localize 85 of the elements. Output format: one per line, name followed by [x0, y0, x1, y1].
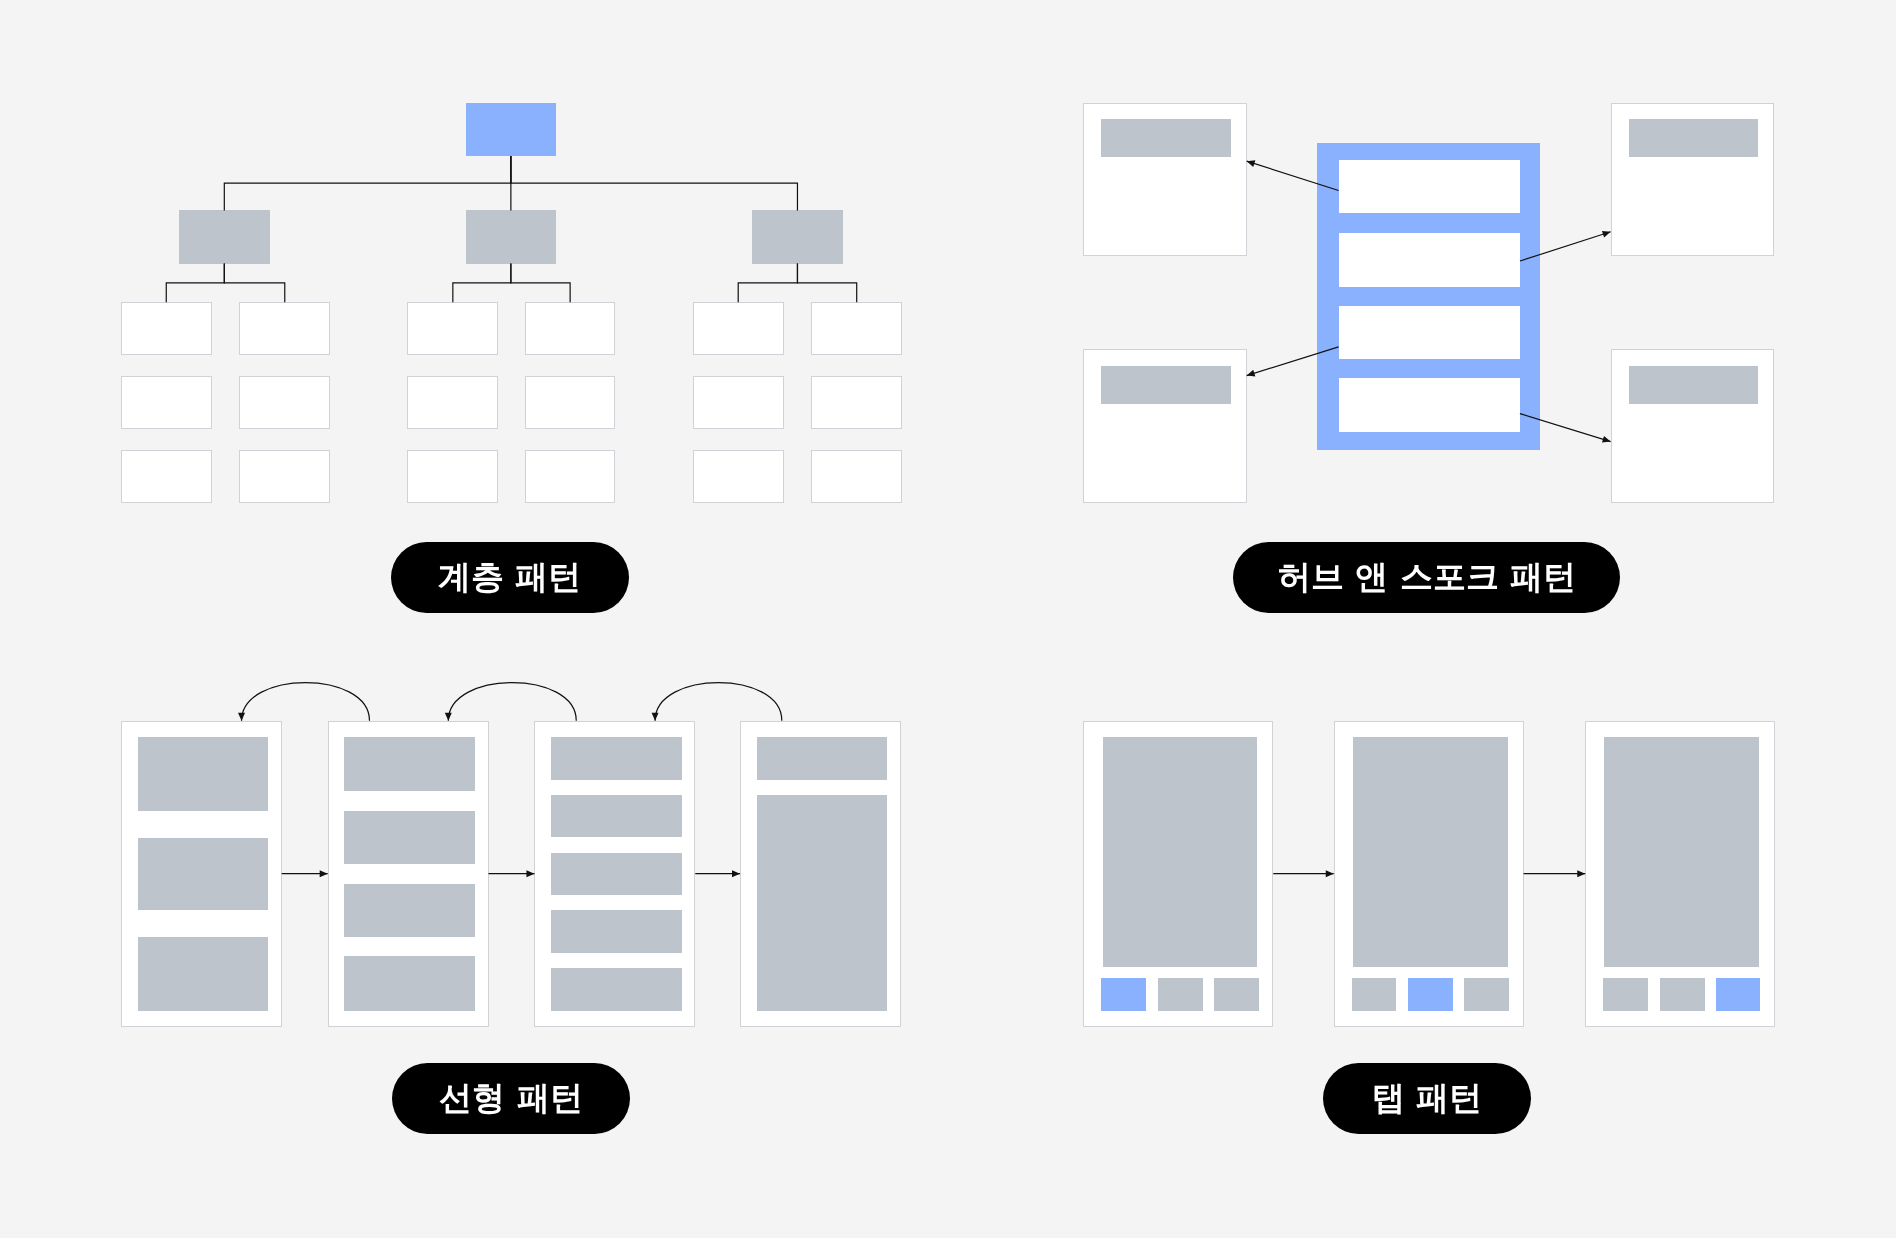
content-block — [137, 737, 269, 812]
arrow — [1522, 870, 1586, 878]
content-block — [1101, 119, 1231, 157]
arrow — [446, 682, 577, 722]
hub-box — [1316, 142, 1541, 450]
content-block — [1628, 119, 1758, 157]
arrow — [1272, 870, 1335, 878]
content-block — [551, 853, 682, 895]
connector-line — [510, 263, 571, 303]
page-box — [1083, 102, 1247, 257]
page-box — [407, 449, 499, 503]
page-box — [1083, 349, 1247, 503]
pattern-label: 선형 패턴 — [439, 1077, 583, 1119]
page-box — [534, 720, 696, 1027]
content-block — [137, 936, 269, 1011]
page-box — [1333, 720, 1524, 1027]
content-block — [551, 910, 682, 953]
page-box — [692, 376, 784, 430]
content-block — [551, 795, 682, 837]
content-block — [1628, 366, 1758, 404]
content-block — [344, 811, 475, 865]
arrow — [694, 870, 741, 878]
page-box — [811, 376, 903, 430]
page-box — [120, 449, 212, 503]
tab-item — [1351, 978, 1397, 1011]
arrow — [1519, 413, 1612, 443]
hub-box — [465, 102, 557, 156]
content-block — [137, 837, 269, 911]
active-tab-item — [1715, 978, 1761, 1011]
page-box — [524, 449, 616, 503]
page-box — [811, 449, 903, 503]
page-box — [1083, 720, 1274, 1027]
page-box — [239, 302, 331, 356]
arrow — [487, 870, 536, 878]
page-box — [407, 302, 499, 356]
pattern-label: 허브 앤 스포크 패턴 — [1277, 555, 1577, 598]
section-box — [752, 210, 843, 264]
arrow — [239, 682, 371, 722]
content-block — [344, 956, 475, 1011]
tab-item — [1213, 978, 1259, 1011]
page-box — [524, 302, 616, 356]
page-box — [327, 720, 489, 1027]
page-box — [811, 302, 903, 356]
section-box — [178, 210, 270, 264]
active-tab-item — [1408, 978, 1454, 1011]
connector-line — [223, 263, 286, 303]
menu-item-box — [1338, 159, 1520, 213]
page-box — [120, 302, 212, 356]
arrow — [653, 682, 783, 722]
menu-item-box — [1338, 378, 1520, 432]
page-box — [1585, 720, 1776, 1027]
content-block — [756, 795, 888, 1011]
page-box — [1610, 349, 1774, 503]
tab-item — [1464, 978, 1509, 1011]
page-box — [692, 302, 784, 356]
content-block — [1352, 737, 1508, 968]
arrow — [281, 870, 329, 878]
content-block — [551, 737, 682, 780]
page-box — [407, 376, 499, 430]
page-box — [524, 376, 616, 430]
content-block — [1604, 737, 1760, 968]
tab-item — [1660, 978, 1705, 1011]
content-block — [344, 737, 475, 791]
content-block — [1102, 737, 1258, 968]
menu-item-box — [1338, 233, 1520, 287]
content-block — [1101, 366, 1231, 404]
connector-line — [510, 155, 799, 211]
menu-item-box — [1338, 305, 1520, 360]
content-block — [344, 883, 475, 937]
section-box — [465, 210, 557, 264]
active-tab-item — [1101, 978, 1147, 1011]
content-block — [551, 968, 682, 1011]
page-box — [120, 376, 212, 430]
page-box — [120, 720, 282, 1027]
page-box — [239, 449, 331, 503]
pattern-label: 탭 패턴 — [1371, 1077, 1483, 1119]
page-box — [692, 449, 784, 503]
page-box — [740, 720, 901, 1027]
page-box — [1610, 102, 1774, 257]
tab-item — [1158, 978, 1203, 1011]
connector-line — [796, 263, 858, 303]
tab-item — [1603, 978, 1648, 1011]
pattern-label: 계층 패턴 — [437, 555, 582, 598]
page-box — [239, 376, 331, 430]
content-block — [756, 737, 888, 780]
